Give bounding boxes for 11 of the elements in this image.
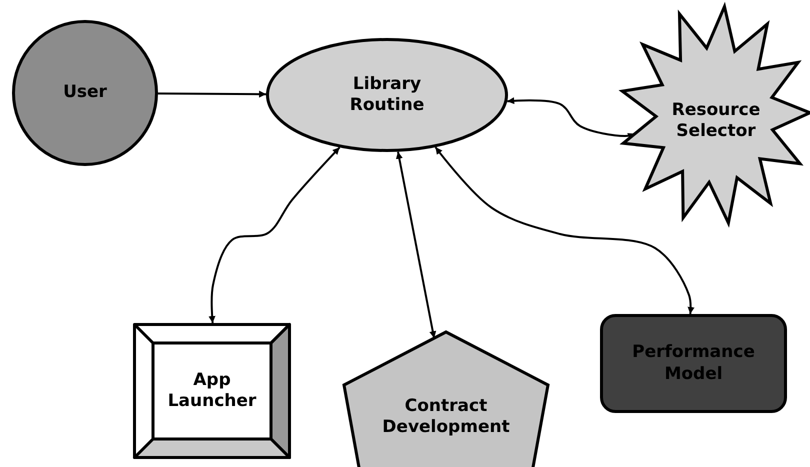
arrow [158, 90, 266, 98]
node-label: App Launcher [166, 370, 258, 412]
node-label: Resource Selector [670, 100, 762, 142]
node-label: Contract Development [381, 396, 511, 438]
node-label: Library Routine [348, 74, 426, 116]
node-label: User [63, 82, 107, 104]
node-label: Performance Model [631, 342, 756, 385]
arrow [507, 97, 636, 140]
arrow [396, 152, 436, 338]
arrow [434, 146, 694, 314]
arrow [208, 146, 340, 324]
